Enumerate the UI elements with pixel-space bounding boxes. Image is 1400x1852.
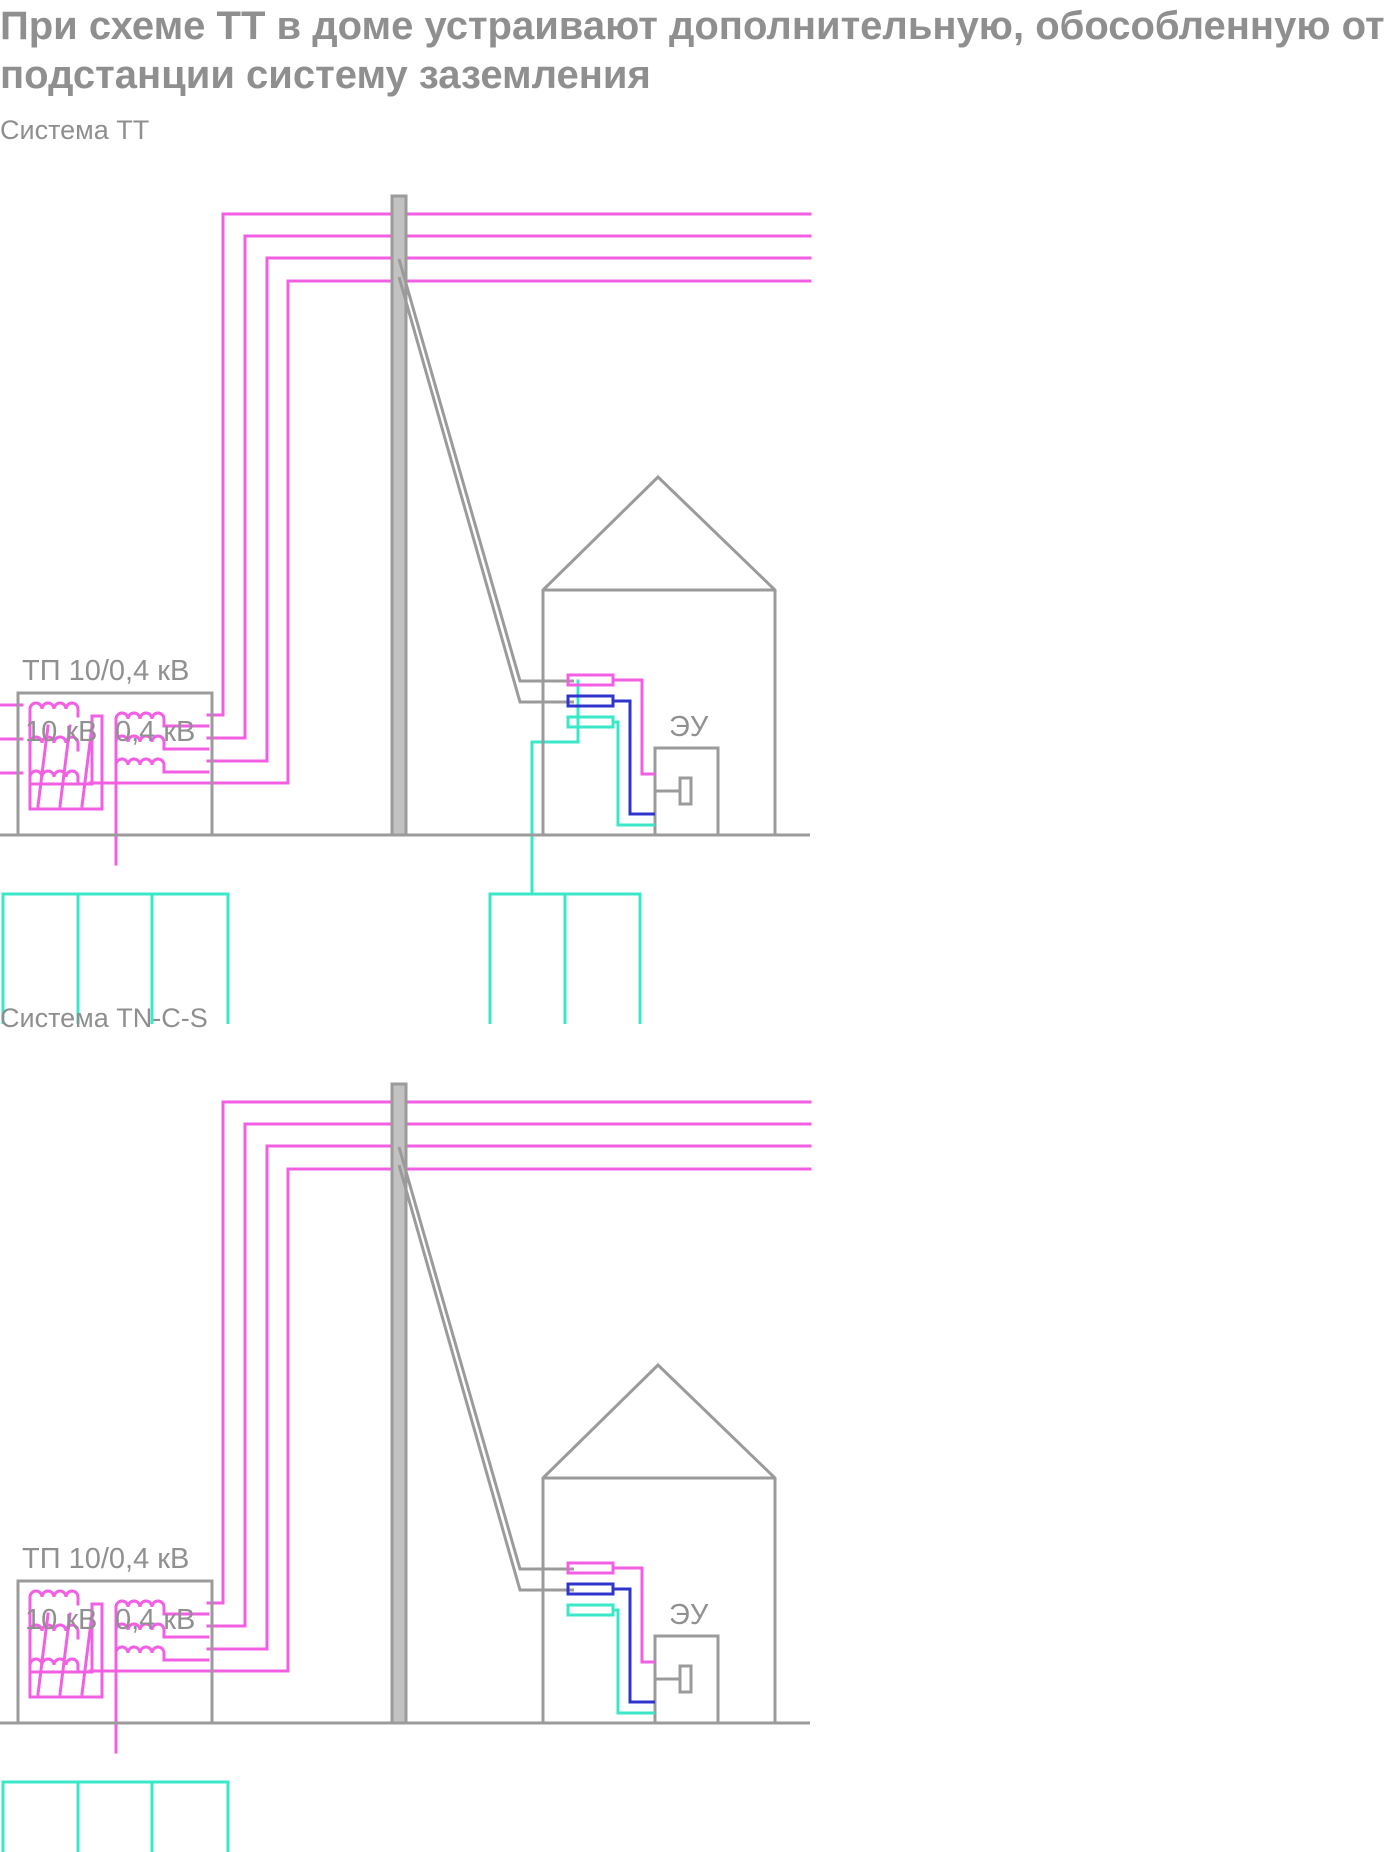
phase-line-1: [206, 212, 812, 717]
lv-winding-2: [114, 734, 210, 751]
lv-winding-3: [114, 757, 210, 774]
phase-line-2: [206, 234, 812, 740]
phase-line-2: [206, 1122, 812, 1628]
appliance-label: ЭУ: [669, 1599, 709, 1631]
wire-neutral-to-appliance: [613, 1587, 655, 1704]
utility-pole: [390, 1082, 408, 1725]
lv-voltage-label: 0,4 кВ: [115, 1604, 195, 1636]
service-drop-wire-1: [397, 1146, 574, 1571]
wire-phase-to-appliance: [613, 1566, 655, 1664]
substation-ground-electrode: [1, 1780, 230, 1852]
lv-winding-3: [114, 1645, 210, 1662]
substation-ground-bus: [1, 892, 230, 1024]
transformer-windings: [0, 701, 210, 866]
house-outline: [541, 1362, 777, 1723]
hv-slash-3: [80, 724, 94, 808]
overhead-phase-lines: [88, 1100, 812, 1673]
substation-label: ТП 10/0,4 кВ: [22, 655, 189, 687]
hv-slash-1: [36, 1612, 50, 1696]
hv-voltage-label: 10 кВ: [25, 716, 97, 748]
diagram-tt-drawing: ТП 10/0,4 кВ 10 кВ 0,4 кВ ЭУ: [0, 194, 812, 1024]
phase-line-3: [206, 256, 812, 763]
substation-ground-electrode: [1, 892, 230, 1024]
lv-winding-1: [114, 1599, 210, 1616]
lv-winding-2: [114, 1622, 210, 1639]
substation-ground-bus: [1, 1780, 230, 1852]
wire-neutral-to-appliance: [613, 699, 655, 816]
house-ground-riser: [530, 679, 580, 896]
overhead-phase-lines: [88, 212, 812, 785]
hv-frame: [28, 1602, 104, 1699]
appliance-label: ЭУ: [669, 711, 709, 743]
transformer-windings: [28, 1589, 210, 1754]
service-drop-wire-2: [397, 1164, 574, 1592]
wire-protective-to-appliance: [613, 720, 655, 827]
terminal-protective: [566, 1603, 615, 1617]
hv-frame: [28, 714, 104, 811]
service-drop-wire-1: [397, 258, 574, 683]
appliance-resistor: [678, 1664, 693, 1694]
terminal-neutral: [566, 694, 615, 708]
terminal-neutral: [566, 1582, 615, 1596]
diagram-tncs-drawing: ТП 10/0,4 кВ 10 кВ 0,4 кВ ЭУ: [0, 1082, 812, 1852]
substation-label: ТП 10/0,4 кВ: [22, 1543, 189, 1575]
service-drop-wire-2: [397, 276, 574, 704]
phase-line-4: [88, 279, 812, 785]
wire-phase-to-appliance: [613, 678, 655, 776]
hv-winding-3: [0, 769, 80, 786]
hv-winding-3: [28, 1657, 80, 1674]
phase-line-1: [206, 1100, 812, 1605]
hv-voltage-label: 10 кВ: [25, 1604, 97, 1636]
terminal-phase: [566, 1561, 615, 1575]
terminal-protective: [566, 715, 615, 729]
hv-winding-1: [0, 701, 80, 718]
substation-box: [16, 691, 214, 837]
diagram-tt-subtitle: Система ТТ: [0, 115, 150, 145]
hv-slash-2: [58, 1612, 72, 1696]
utility-pole: [390, 194, 408, 837]
house-outline: [541, 474, 777, 835]
substation-box: [16, 1579, 214, 1725]
lv-voltage-label: 0,4 кВ: [115, 716, 195, 748]
phase-line-4: [88, 1167, 812, 1673]
lv-winding-1: [114, 711, 210, 728]
wire-protective-to-appliance: [613, 1608, 655, 1715]
diagram-tncs-subtitle: Система TN-C-S: [0, 1003, 208, 1033]
terminal-phase: [566, 673, 615, 687]
appliance-resistor: [678, 776, 693, 806]
page-title: При схеме ТТ в доме устраивают дополните…: [0, 4, 1385, 97]
house-ground-electrode: [488, 679, 642, 1024]
hv-slash-1: [36, 724, 50, 808]
phase-line-3: [206, 1144, 812, 1651]
hv-winding-1: [28, 1589, 80, 1606]
hv-slash-2: [58, 724, 72, 808]
hv-slash-3: [80, 1612, 94, 1696]
